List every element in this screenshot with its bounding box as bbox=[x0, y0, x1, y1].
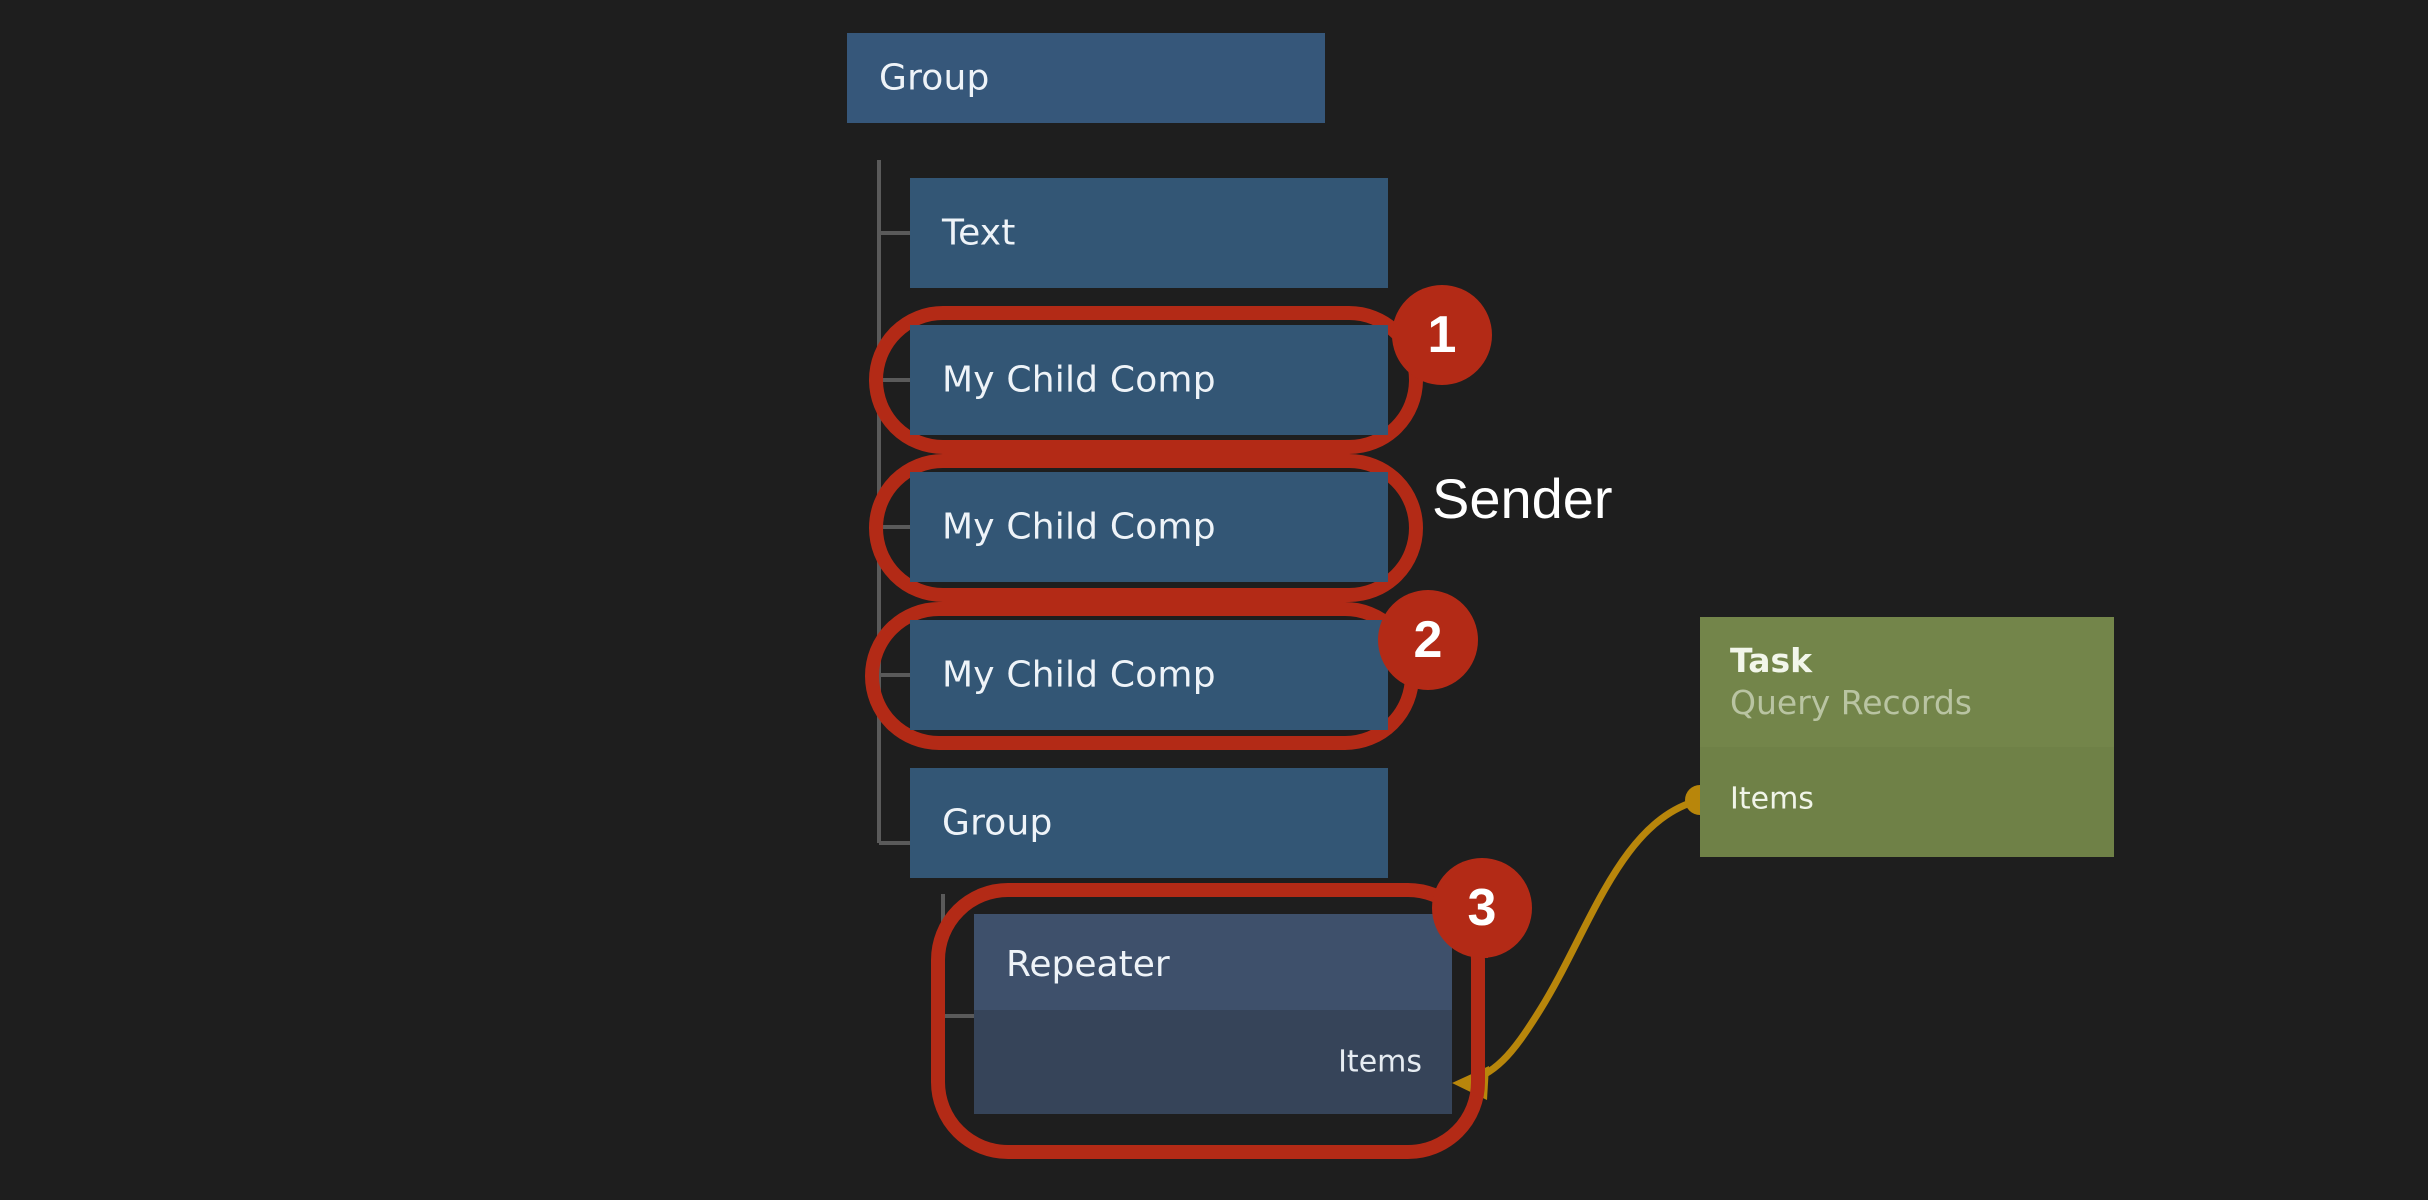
node-label: My Child Comp bbox=[942, 359, 1216, 401]
annotation-badge-2: 2 bbox=[1378, 590, 1478, 690]
annotation-sender-label: Sender bbox=[1432, 467, 1613, 530]
node-label: Group bbox=[942, 802, 1053, 844]
repeater-header bbox=[974, 914, 1452, 1010]
task-items-port[interactable]: Items bbox=[1730, 781, 1814, 817]
task-header bbox=[1700, 617, 2114, 747]
tree-connector-lines bbox=[877, 160, 974, 1018]
node-label: Text bbox=[942, 212, 1016, 254]
task-title: Task bbox=[1730, 641, 1813, 680]
annotation-badge-1: 1 bbox=[1392, 285, 1492, 385]
node-label: My Child Comp bbox=[942, 506, 1216, 548]
node-label: Group bbox=[879, 57, 990, 99]
wire-arrowhead bbox=[1452, 1066, 1489, 1100]
node-task[interactable]: Task Query Records Items bbox=[1700, 617, 2114, 857]
annotation-badge-3: 3 bbox=[1432, 858, 1532, 958]
node-group-nested[interactable]: Group bbox=[910, 768, 1388, 878]
repeater-items-port[interactable]: Items bbox=[1338, 1044, 1422, 1080]
node-text[interactable]: Text bbox=[910, 178, 1388, 288]
node-my-child-comp-1[interactable]: My Child Comp bbox=[910, 325, 1388, 435]
node-repeater[interactable]: Repeater Items bbox=[974, 914, 1452, 1114]
node-my-child-comp-2[interactable]: My Child Comp bbox=[910, 472, 1388, 582]
task-subtitle: Query Records bbox=[1730, 683, 1972, 722]
repeater-title: Repeater bbox=[1006, 944, 1170, 985]
node-label: My Child Comp bbox=[942, 654, 1216, 696]
node-my-child-comp-3[interactable]: My Child Comp bbox=[910, 620, 1388, 730]
node-group-root[interactable]: Group bbox=[847, 33, 1325, 123]
